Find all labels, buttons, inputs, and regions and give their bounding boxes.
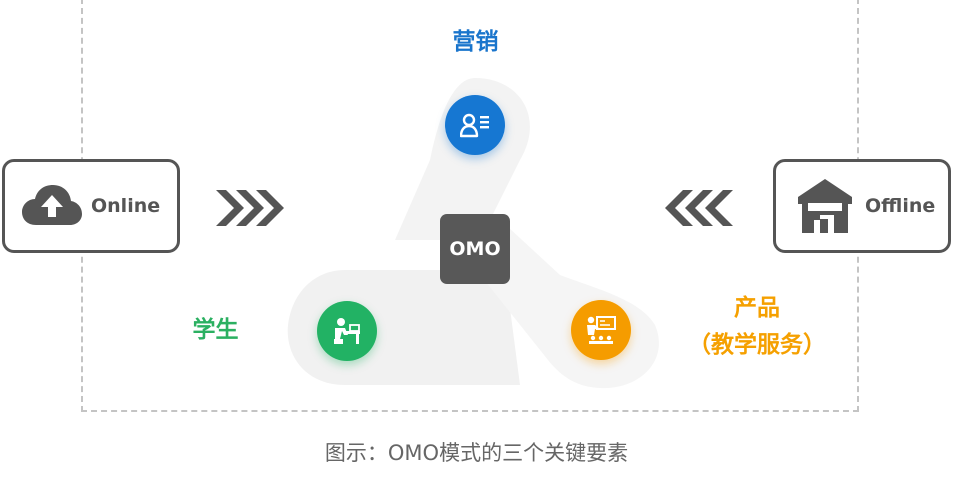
- student-label: 学生: [192, 317, 239, 343]
- cloud-upload-icon: [22, 185, 82, 225]
- offline-box: Offline: [773, 159, 951, 253]
- student-desk-icon: [334, 318, 360, 344]
- online-label: Online: [91, 195, 161, 217]
- omo-center-box: OMO: [440, 214, 510, 284]
- product-node: [571, 300, 631, 360]
- product-label-line1: 产品: [734, 295, 780, 321]
- product-label: 产品 （教学服务）: [672, 290, 842, 364]
- figure-caption: 图示：OMO模式的三个关键要素: [324, 441, 629, 465]
- product-label-line2: （教学服务）: [688, 332, 826, 358]
- marketing-node: [445, 95, 505, 155]
- chevron-left-double-icon: [665, 190, 733, 226]
- teacher-board-icon: [587, 316, 616, 344]
- contact-card-icon: [460, 113, 489, 138]
- chevron-right-double-icon: [216, 190, 284, 226]
- marketing-label: 营销: [452, 29, 499, 55]
- store-icon: [798, 179, 852, 233]
- online-box: Online: [2, 159, 180, 253]
- offline-label: Offline: [865, 195, 936, 217]
- student-node: [317, 301, 377, 361]
